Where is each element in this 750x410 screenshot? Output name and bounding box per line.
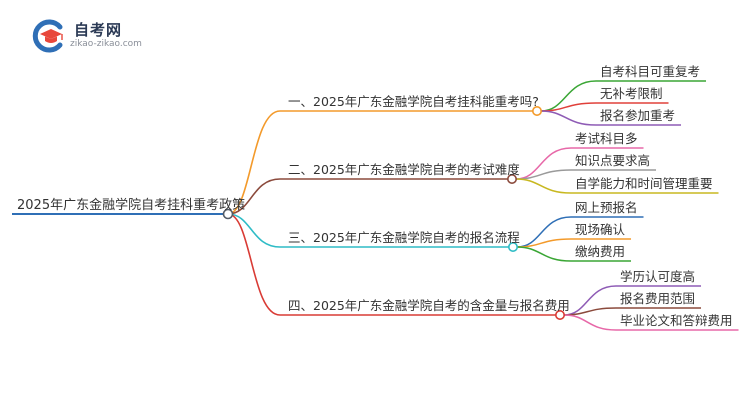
leaf-node: 无补考限制 <box>600 86 663 101</box>
site-logo[interactable]: 自考网 zikao-zikao.com <box>30 18 180 54</box>
leaf-link <box>515 178 572 194</box>
branch-link <box>227 213 281 248</box>
branch-connector-dot <box>506 174 517 185</box>
logo-title: 自考网 <box>74 21 123 39</box>
root-connector-dot <box>222 208 234 220</box>
branch-node: 四、2025年广东金融学院自考的含金量与报名费用 <box>288 298 570 313</box>
root-node: 2025年广东金融学院自考挂科重考政策 <box>17 198 246 213</box>
leaf-node: 自考科目可重复考 <box>600 64 701 79</box>
leaf-node: 知识点要求高 <box>575 153 651 168</box>
leaf-node: 考试科目多 <box>575 131 638 146</box>
leaf-node: 网上预报名 <box>575 200 638 215</box>
leaf-node: 毕业论文和答辩费用 <box>620 313 733 328</box>
leaf-link <box>516 246 572 262</box>
graduation-cap-icon <box>32 19 63 53</box>
leaf-link <box>563 314 617 331</box>
branch-connector-dot <box>507 242 518 253</box>
branch-link <box>227 213 281 316</box>
branch-link <box>227 178 281 215</box>
branch-connector-dot <box>554 309 565 320</box>
leaf-node: 缴纳费用 <box>575 244 626 259</box>
branch-node: 一、2025年广东金融学院自考挂科能重考吗? <box>288 94 539 109</box>
branch-node: 二、2025年广东金融学院自考的考试难度 <box>288 162 520 177</box>
leaf-link <box>563 307 617 316</box>
logo-url: zikao-zikao.com <box>70 39 142 49</box>
leaf-link <box>540 110 597 126</box>
leaf-node: 报名费用范围 <box>620 291 696 306</box>
branch-connector-dot <box>531 106 542 117</box>
leaf-node: 自学能力和时间管理重要 <box>575 176 713 191</box>
branch-node: 三、2025年广东金融学院自考的报名流程 <box>288 230 520 245</box>
leaf-node: 报名参加重考 <box>600 108 676 123</box>
branch-link <box>227 110 281 215</box>
leaf-node: 学历认可度高 <box>620 269 696 284</box>
leaf-node: 现场确认 <box>575 222 626 237</box>
